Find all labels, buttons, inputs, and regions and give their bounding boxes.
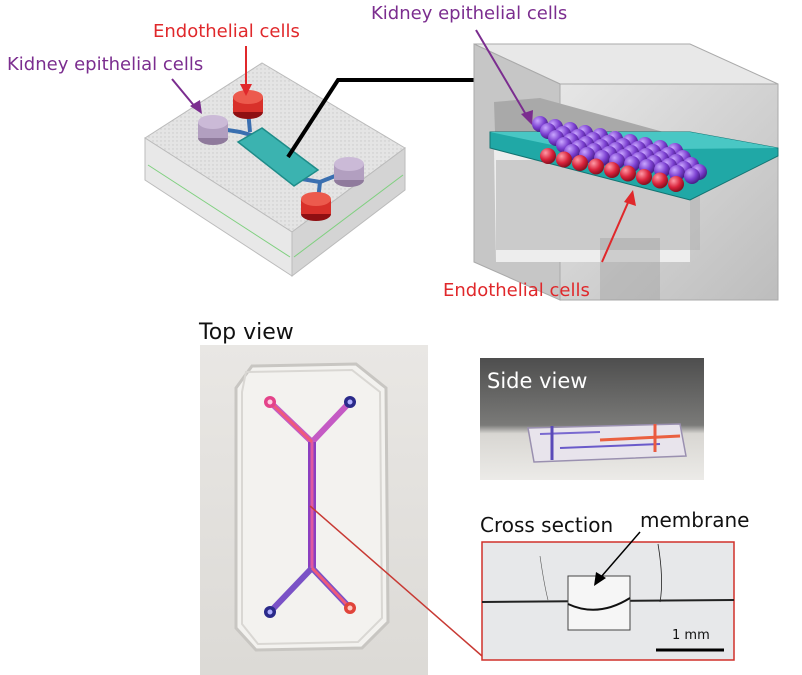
cross-section-zoom-line xyxy=(309,505,483,657)
label-cross-section: Cross section xyxy=(480,513,614,537)
label-membrane: membrane xyxy=(640,508,750,532)
label-scale-bar: 1 mm xyxy=(672,628,710,643)
endothelial-cell xyxy=(588,158,604,175)
label-top-view: Top view xyxy=(199,320,294,345)
label-arrows xyxy=(171,29,636,263)
endothelial-cell xyxy=(668,176,684,192)
cross-section-photo xyxy=(481,531,735,661)
label-endothelial-cells-top: Endothelial cells xyxy=(153,21,300,42)
zoom-connector-line xyxy=(286,78,524,159)
chip-schematic xyxy=(144,62,406,278)
endothelial-cell xyxy=(556,151,572,168)
label-kidney-epithelial-cells-left: Kidney epithelial cells xyxy=(7,54,204,75)
epithelial-cell xyxy=(684,168,700,184)
endothelial-cell xyxy=(620,165,636,182)
label-endothelial-cells-bottom: Endothelial cells xyxy=(443,280,590,301)
endothelial-cell xyxy=(604,162,620,178)
endothelial-cell xyxy=(652,172,668,189)
label-kidney-epithelial-cells-right: Kidney epithelial cells xyxy=(371,3,568,24)
endothelial-cell xyxy=(540,148,556,164)
side-view-photo xyxy=(480,358,704,480)
endothelial-cell-layer xyxy=(540,148,684,192)
endothelial-cell xyxy=(572,155,588,171)
endothelial-cell xyxy=(636,169,652,185)
label-side-view: Side view xyxy=(487,369,588,393)
